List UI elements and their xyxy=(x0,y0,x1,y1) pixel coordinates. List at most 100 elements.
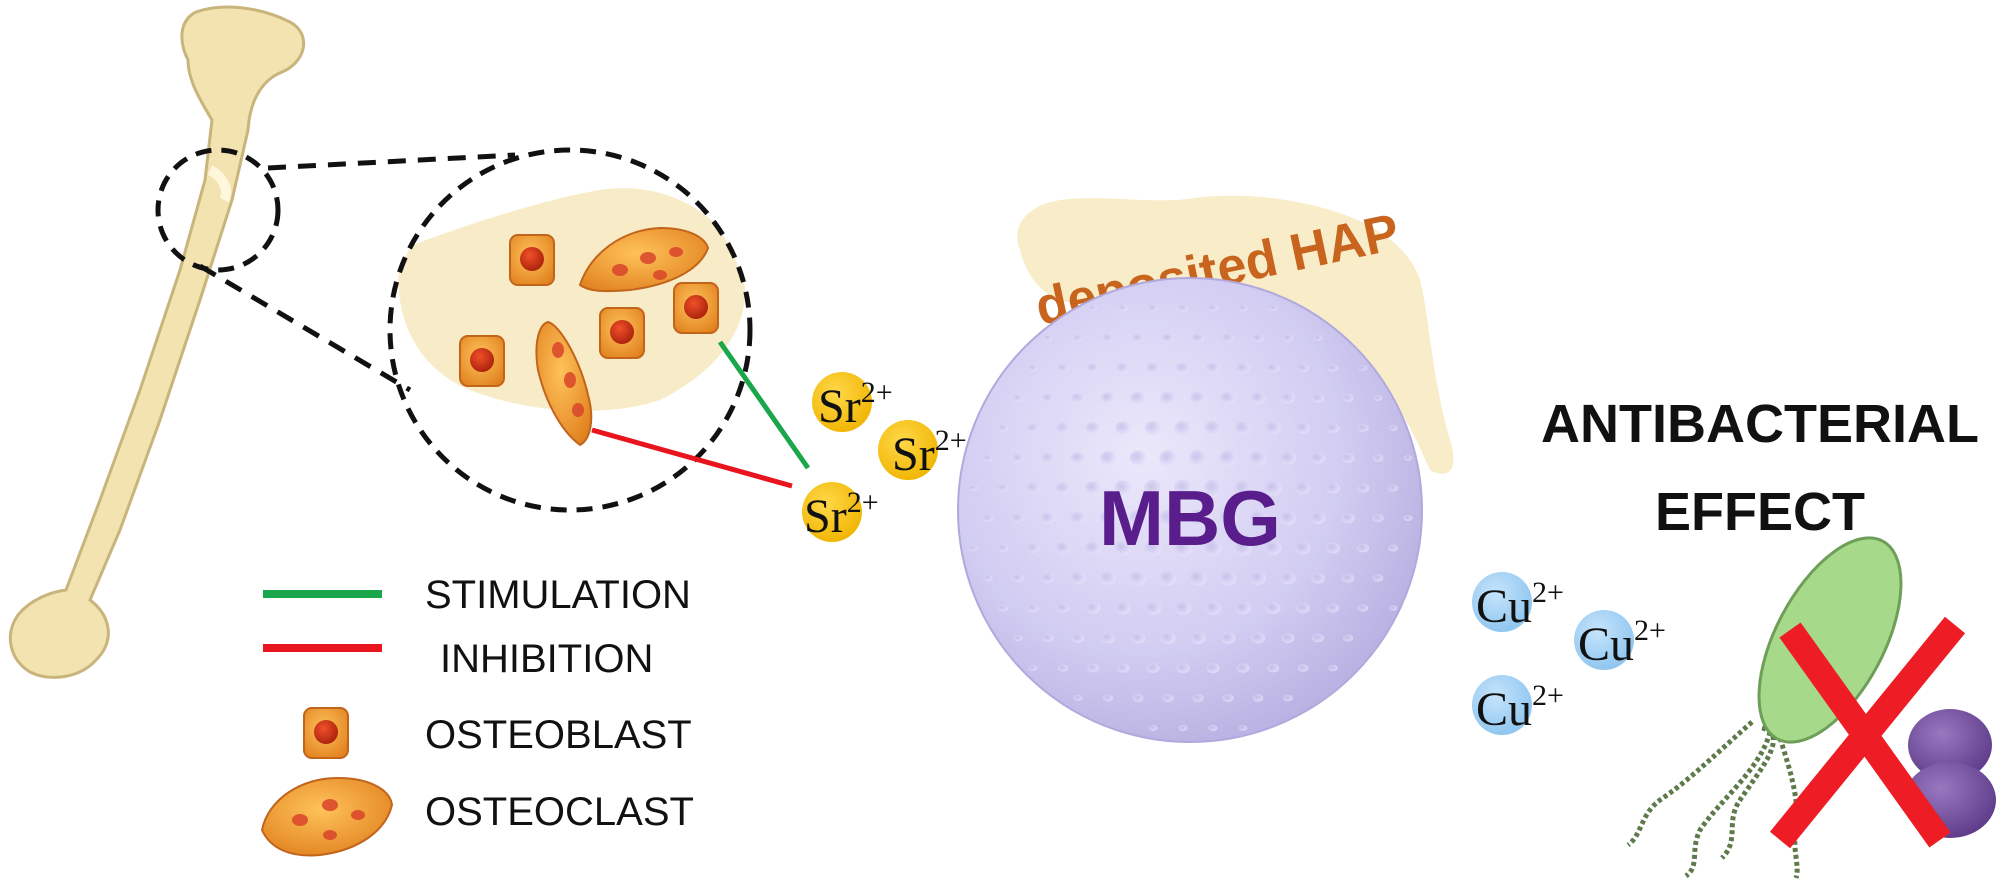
sphere-dimple xyxy=(1297,363,1309,373)
sphere-dimple xyxy=(1100,392,1116,404)
sphere-dimple xyxy=(1250,632,1266,644)
sphere-dimple xyxy=(1084,481,1102,495)
sphere-dimple xyxy=(1403,514,1413,522)
sphere-dimple xyxy=(1013,634,1023,642)
sphere-dimple xyxy=(1295,481,1311,495)
sphere-dimple xyxy=(1131,333,1145,343)
effect-title-line1: ANTIBACTERIAL xyxy=(1541,394,1979,454)
sphere-dimple xyxy=(1189,449,1207,467)
sphere-dimple xyxy=(1204,479,1222,497)
sphere-dimple xyxy=(1145,601,1161,615)
legend-osteoclast-icon xyxy=(260,776,394,857)
sphere-dimple xyxy=(1283,694,1293,702)
sphere-dimple xyxy=(968,544,978,552)
sphere-dimple xyxy=(1204,539,1222,557)
sphere-dimple xyxy=(1027,603,1039,613)
sphere-dimple xyxy=(1174,420,1192,436)
sphere-dimple xyxy=(1099,451,1117,465)
sphere-dimple xyxy=(1176,662,1190,674)
sphere-dimple xyxy=(1357,423,1369,433)
sphere-dimple xyxy=(1042,633,1054,643)
sphere-dimple xyxy=(1387,484,1399,492)
sphere-dimple xyxy=(1174,601,1192,615)
sphere-dimple xyxy=(1234,421,1252,435)
sphere-dimple xyxy=(1268,304,1278,312)
sphere-dimple xyxy=(1235,601,1251,615)
sphere-dimple xyxy=(1160,632,1176,644)
sphere-dimple xyxy=(1162,693,1174,703)
sphere-dimple xyxy=(1148,724,1158,732)
sphere-dimple xyxy=(1012,573,1024,583)
sphere-dimple xyxy=(1236,663,1250,673)
sphere-dimple xyxy=(1310,511,1326,525)
sphere-dimple xyxy=(1252,694,1264,702)
sphere-dimple xyxy=(997,483,1009,493)
sphere-dimple xyxy=(1159,450,1177,466)
sphere-dimple xyxy=(1041,572,1055,584)
svg-text:Cu2+: Cu2+ xyxy=(1476,576,1564,633)
sphere-dimple xyxy=(1085,421,1101,435)
sphere-dimple xyxy=(1102,333,1114,343)
sphere-dimple xyxy=(1207,304,1219,312)
sphere-dimple xyxy=(968,484,978,492)
sphere-dimple xyxy=(1234,480,1252,496)
sphere-dimple xyxy=(1190,391,1206,405)
sphere-dimple xyxy=(1072,334,1084,342)
sphere-dimple xyxy=(1281,392,1295,404)
legend-stimulation-label: STIMULATION xyxy=(425,573,691,617)
sphere-dimple xyxy=(1026,423,1040,433)
sphere-dimple xyxy=(1116,362,1130,374)
sphere-dimple xyxy=(1057,664,1069,672)
sphere-dimple xyxy=(1356,543,1370,553)
sphere-dimple xyxy=(1071,633,1085,643)
sphere-dimple xyxy=(1144,479,1162,497)
sphere-dimple xyxy=(1356,483,1370,493)
stimulation-connector xyxy=(717,340,811,470)
sphere-dimple xyxy=(1341,512,1355,524)
sr-ion: Sr2+ xyxy=(802,482,879,543)
sphere-dimple xyxy=(1070,451,1086,465)
sphere-dimple xyxy=(1114,540,1132,556)
sphere-dimple xyxy=(1326,423,1340,433)
sphere-dimple xyxy=(1146,663,1160,673)
inhibition-connector xyxy=(591,427,793,489)
sphere-dimple xyxy=(1328,664,1338,672)
osteoblast-cell xyxy=(673,282,719,334)
sphere-dimple xyxy=(1042,393,1054,403)
sphere-dimple xyxy=(1373,394,1383,402)
sphere-dimple xyxy=(1220,391,1236,405)
sphere-dimple xyxy=(1295,422,1311,434)
effect-title-line2: EFFECT xyxy=(1655,482,1865,542)
zoom-line-top xyxy=(267,152,516,171)
sphere-dimple xyxy=(1403,455,1413,461)
sphere-dimple xyxy=(1312,633,1324,643)
sphere-dimple xyxy=(1147,304,1159,312)
sphere-dimple xyxy=(1056,602,1070,614)
sphere-dimple xyxy=(1388,424,1398,432)
legend: STIMULATION INHIBITION OSTEOBLAST OSTEOC… xyxy=(260,573,694,857)
legend-osteoclast-label: OSTEOCLAST xyxy=(425,790,694,834)
osteoblast-cell xyxy=(599,307,645,359)
sphere-dimple xyxy=(1011,453,1025,463)
cross-mark-icon xyxy=(1769,616,1966,849)
sphere-dimple xyxy=(1132,694,1144,702)
mbg-sphere xyxy=(957,277,1423,743)
sphere-dimple xyxy=(982,514,994,522)
hap-coating xyxy=(1017,195,1454,474)
sphere-dimple xyxy=(997,543,1009,553)
sphere-dimple xyxy=(1192,693,1204,703)
sphere-dimple xyxy=(1204,601,1222,615)
sphere-dimple xyxy=(1129,509,1147,527)
zoom-line-bottom xyxy=(198,263,412,393)
sphere-dimple xyxy=(1313,334,1323,342)
cu-ion: Cu2+ xyxy=(1472,572,1564,633)
osteoblast-cell xyxy=(509,234,555,286)
sphere-dimple xyxy=(1249,450,1267,466)
sphere-dimple xyxy=(1115,421,1131,435)
sphere-dimple xyxy=(1310,572,1326,584)
sphere-dimple xyxy=(1238,304,1248,312)
sphere-dimple xyxy=(1357,604,1369,612)
sphere-dimple xyxy=(1055,481,1071,495)
sphere-dimple xyxy=(1238,725,1248,731)
